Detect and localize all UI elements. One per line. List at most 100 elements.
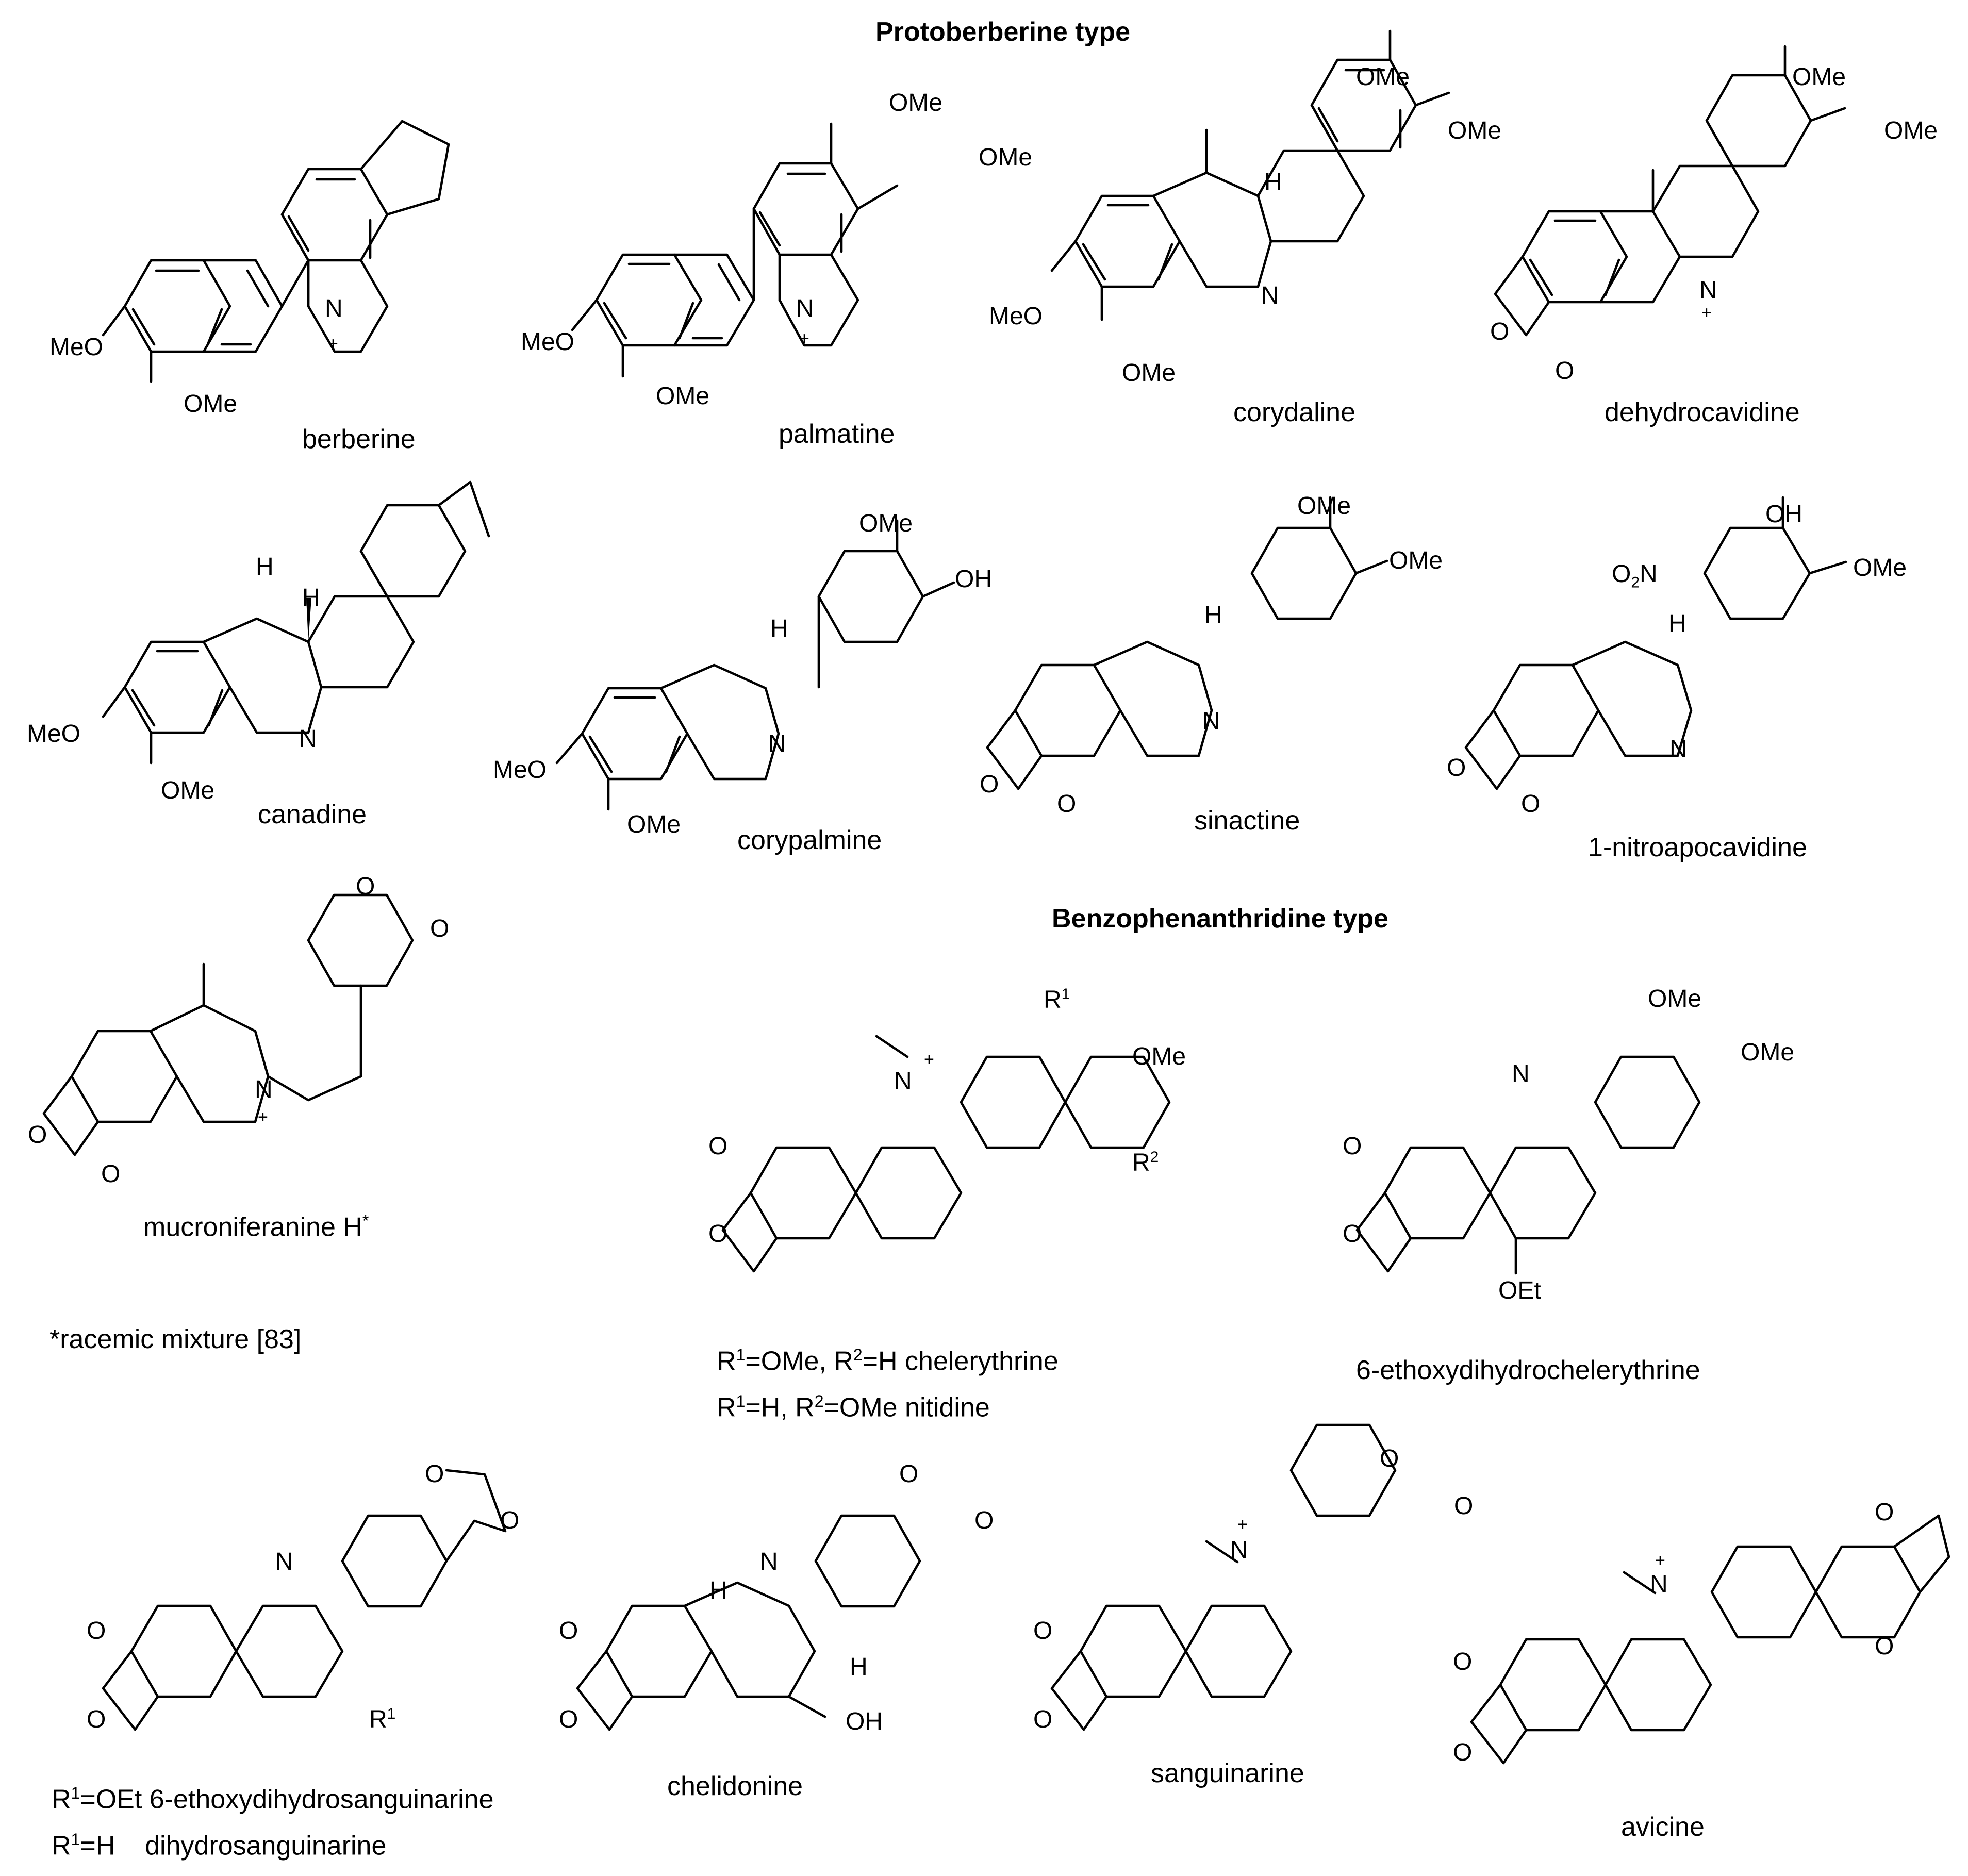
corypalmine-oh: OH bbox=[955, 566, 992, 593]
chelerythrine-ome: OMe bbox=[1132, 1043, 1186, 1070]
mucroniferanine-name: mucroniferanine H* bbox=[143, 1211, 369, 1242]
corypalmine-ome-1: OMe bbox=[627, 811, 681, 838]
ethoxydihydrosanguinarine-o-4: O bbox=[500, 1507, 520, 1534]
mucroniferanine-mark: * bbox=[362, 1211, 369, 1230]
dehydrocavidine-o-1: O bbox=[1490, 318, 1510, 345]
chelerythrine-plus: + bbox=[924, 1050, 934, 1069]
ethoxydihydrosanguinarine-r1: R1 bbox=[369, 1705, 396, 1733]
benzophenanthridine-heading: Benzophenanthridine type bbox=[1052, 904, 1388, 934]
chelerythrine-structure bbox=[721, 1035, 1171, 1273]
sinactine-ome-2: OMe bbox=[1389, 547, 1443, 574]
mucroniferanine-n: N bbox=[255, 1076, 273, 1103]
ethoxydihydrosanguinarine-o-3: O bbox=[425, 1460, 444, 1488]
mucroniferanine-o-2: O bbox=[101, 1160, 121, 1188]
mucroniferanine-o-4: O bbox=[430, 915, 450, 942]
sanguinarine-o-3: O bbox=[1380, 1445, 1399, 1472]
sinactine-o-2: O bbox=[1057, 790, 1077, 818]
berberine-meo: MeO bbox=[49, 334, 104, 361]
berberine-plus: + bbox=[328, 334, 338, 354]
ethoxydihydrochelerythrine-ome-2: OMe bbox=[1741, 1039, 1795, 1066]
sanguinarine-plus: + bbox=[1237, 1515, 1248, 1534]
corypalmine-h: H bbox=[770, 615, 788, 642]
nitroapocavidine-structure bbox=[1464, 496, 1847, 790]
palmatine-ome-2: OMe bbox=[889, 89, 943, 117]
dihydrosanguinarine-variant: R1=H dihydrosanguinarine bbox=[52, 1830, 387, 1861]
corydaline-ome-2: OMe bbox=[1356, 63, 1410, 91]
mucroniferanine-plus: + bbox=[258, 1107, 268, 1127]
canadine-ome: OMe bbox=[161, 777, 215, 804]
nitroapocavidine-oh: OH bbox=[1765, 501, 1802, 528]
avicine-plus: + bbox=[1655, 1551, 1665, 1570]
sinactine-ome-1: OMe bbox=[1297, 492, 1351, 520]
corypalmine-ome-2: OMe bbox=[859, 510, 913, 537]
dehydrocavidine-ome-1: OMe bbox=[1792, 63, 1846, 91]
berberine-name: berberine bbox=[302, 424, 416, 454]
dehydrocavidine-structure bbox=[1494, 45, 1846, 337]
sanguinarine-o-2: O bbox=[1033, 1706, 1053, 1733]
palmatine-plus: + bbox=[799, 329, 809, 348]
avicine-o-1: O bbox=[1453, 1648, 1473, 1675]
sinactine-n: N bbox=[1202, 708, 1220, 735]
dehydrocavidine-n: N bbox=[1699, 277, 1717, 304]
corydaline-ome-1: OMe bbox=[1122, 359, 1176, 387]
nitroapocavidine-h: H bbox=[1668, 610, 1686, 637]
protoberberine-heading: Protoberberine type bbox=[875, 17, 1131, 47]
corydaline-ome-3: OMe bbox=[1448, 117, 1502, 144]
nitroapocavidine-n: N bbox=[1669, 736, 1688, 763]
berberine-n: N bbox=[325, 295, 343, 322]
palmatine-meo: MeO bbox=[521, 328, 575, 356]
avicine-o-3: O bbox=[1875, 1499, 1894, 1526]
berberine-structure bbox=[102, 120, 450, 383]
mucroniferanine-o-1: O bbox=[28, 1121, 47, 1149]
canadine-h-2: H bbox=[302, 584, 320, 611]
ethoxydihydrosanguinarine-variant: R1=OEt 6-ethoxydihydrosanguinarine bbox=[52, 1784, 494, 1815]
avicine-name: avicine bbox=[1621, 1812, 1705, 1842]
avicine-n: N bbox=[1650, 1571, 1668, 1598]
canadine-n: N bbox=[299, 725, 317, 753]
chelidonine-o-1: O bbox=[559, 1617, 578, 1645]
ethoxydihydrochelerythrine-name: 6-ethoxydihydrochelerythrine bbox=[1356, 1355, 1700, 1385]
ethoxydihydrochelerythrine-o-2: O bbox=[1343, 1220, 1362, 1248]
palmatine-n: N bbox=[796, 295, 814, 322]
corypalmine-meo: MeO bbox=[493, 756, 547, 784]
palmatine-ome-3: OMe bbox=[979, 144, 1033, 171]
dehydrocavidine-name: dehydrocavidine bbox=[1605, 397, 1800, 427]
nitidine-variant: R1=H, R2=OMe nitidine bbox=[717, 1392, 990, 1423]
avicine-o-4: O bbox=[1875, 1633, 1894, 1660]
racemic-footnote: *racemic mixture [83] bbox=[49, 1324, 302, 1354]
nitroapocavidine-o-1: O bbox=[1447, 754, 1466, 782]
chelidonine-o-4: O bbox=[974, 1507, 994, 1534]
corypalmine-name: corypalmine bbox=[737, 825, 882, 855]
sanguinarine-n: N bbox=[1230, 1537, 1248, 1564]
palmatine-name: palmatine bbox=[779, 419, 895, 449]
chelidonine-oh: OH bbox=[846, 1708, 883, 1735]
ethoxydihydrosanguinarine-structure bbox=[102, 1469, 507, 1731]
chelidonine-h-2: H bbox=[850, 1653, 868, 1681]
nitroapocavidine-no2: O2N bbox=[1612, 560, 1658, 591]
sanguinarine-o-4: O bbox=[1454, 1492, 1474, 1520]
ethoxydihydrosanguinarine-o-1: O bbox=[87, 1617, 106, 1645]
corydaline-n: N bbox=[1261, 282, 1279, 309]
corydaline-h: H bbox=[1264, 169, 1282, 196]
mucroniferanine-o-3: O bbox=[356, 873, 375, 900]
chelidonine-n: N bbox=[760, 1548, 778, 1575]
avicine-o-2: O bbox=[1453, 1739, 1473, 1766]
ethoxydihydrochelerythrine-ome-1: OMe bbox=[1648, 985, 1702, 1012]
corypalmine-n: N bbox=[768, 731, 786, 758]
avicine-structure bbox=[1470, 1514, 1950, 1765]
canadine-meo: MeO bbox=[27, 720, 81, 748]
chelidonine-name: chelidonine bbox=[667, 1771, 803, 1801]
palmatine-ome-1: OMe bbox=[656, 383, 710, 410]
sinactine-name: sinactine bbox=[1194, 806, 1300, 836]
nitroapocavidine-o-2: O bbox=[1521, 790, 1541, 818]
canadine-structure bbox=[102, 480, 490, 765]
sanguinarine-structure bbox=[1050, 1423, 1397, 1731]
chelidonine-structure bbox=[576, 1514, 921, 1731]
nitroapocavidine-name: 1-nitroapocavidine bbox=[1588, 833, 1807, 862]
dehydrocavidine-o-2: O bbox=[1555, 357, 1575, 385]
ethoxydihydrochelerythrine-structure bbox=[1355, 1055, 1701, 1275]
chelerythrine-n: N bbox=[894, 1068, 912, 1095]
chelidonine-o-3: O bbox=[899, 1460, 919, 1488]
ethoxydihydrochelerythrine-oet: OEt bbox=[1498, 1277, 1541, 1304]
